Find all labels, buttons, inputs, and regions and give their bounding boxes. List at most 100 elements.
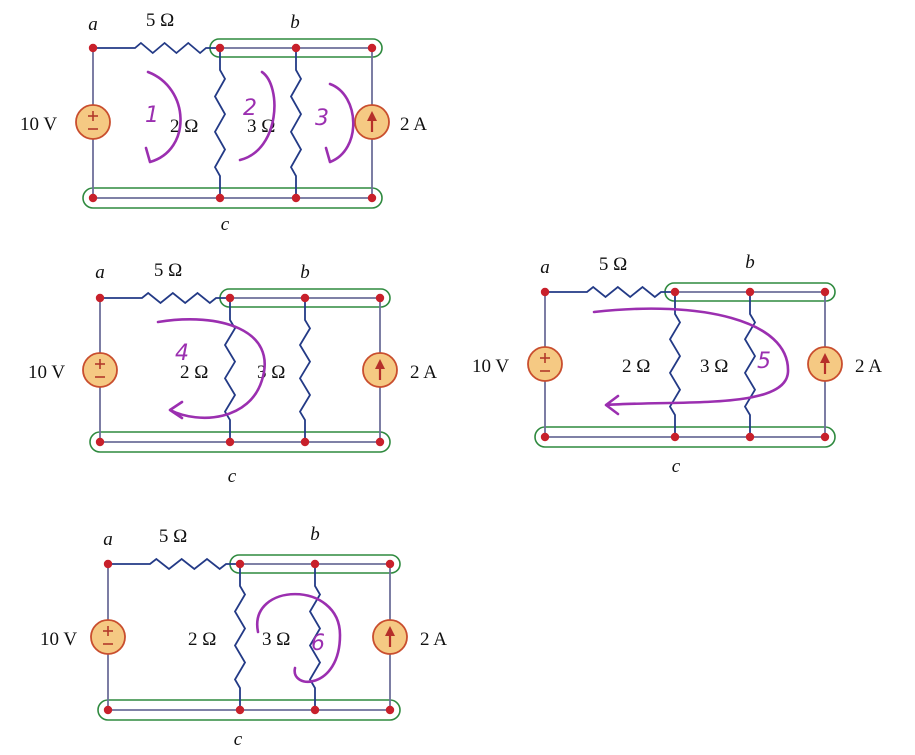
node-dot: [291, 43, 301, 53]
current-source-label: 2 A: [420, 629, 447, 650]
loop-arrow: [144, 70, 182, 164]
node-dot: [215, 43, 225, 53]
current-source-label: 2 A: [400, 114, 427, 135]
node-a-label: a: [540, 257, 550, 278]
resistor-2-ohm: [668, 292, 682, 437]
resistor-5-ohm: [100, 291, 230, 305]
node-dot: [225, 437, 235, 447]
loop-annotation-2: 2: [238, 70, 276, 162]
voltage-source-icon: [527, 346, 563, 382]
node-dot: [540, 287, 550, 297]
node-dot: [745, 432, 755, 442]
resistor-2-ohm: [233, 564, 247, 710]
node-dot: [367, 43, 377, 53]
node-c-label: c: [228, 466, 237, 487]
loop-arrow: [156, 318, 266, 420]
resistor-5-ohm: [108, 557, 240, 571]
resistor-2-ohm: [223, 298, 237, 442]
node-dot: [95, 293, 105, 303]
node-dot: [385, 705, 395, 715]
loop-number: 4: [175, 341, 189, 366]
node-c-highlight: [82, 187, 383, 209]
node-dot: [375, 437, 385, 447]
node-b-label: b: [290, 12, 300, 33]
loop-annotation-4: 4: [156, 318, 266, 420]
node-dot: [745, 287, 755, 297]
node-dot: [88, 43, 98, 53]
voltage-source-label: 10 V: [472, 356, 509, 377]
node-dot: [820, 432, 830, 442]
current-source-label: 2 A: [410, 362, 437, 383]
loop-annotation-1: 1: [144, 70, 182, 164]
node-dot: [291, 193, 301, 203]
loop-arrow: [256, 592, 342, 683]
node-c-label: c: [234, 729, 243, 750]
node-a-label: a: [95, 262, 105, 283]
node-c-label: c: [221, 214, 230, 235]
resistor-3-ohm: [298, 298, 312, 442]
voltage-source-icon: [90, 619, 126, 655]
node-b-label: b: [745, 252, 755, 273]
voltage-source-icon: [75, 104, 111, 140]
node-c-label: c: [672, 456, 681, 477]
resistor-5-ohm: [545, 285, 675, 299]
node-dot: [215, 193, 225, 203]
node-dot: [385, 559, 395, 569]
resistor-2-ohm-label: 2 Ω: [180, 362, 208, 383]
loop-number: 6: [311, 631, 325, 656]
resistor-2-ohm: [213, 48, 227, 198]
node-dot: [103, 705, 113, 715]
node-dot: [540, 432, 550, 442]
node-dot: [820, 287, 830, 297]
resistor-3-ohm-label: 3 Ω: [247, 116, 275, 137]
resistor-3-ohm: [289, 48, 303, 198]
node-dot: [225, 293, 235, 303]
resistor-3-ohm: [743, 292, 757, 437]
resistor-5-ohm: [93, 41, 220, 55]
up-arrow-icon: [820, 353, 830, 363]
resistor-3-ohm-label: 3 Ω: [700, 356, 728, 377]
node-a-label: a: [103, 529, 113, 550]
up-arrow-icon: [367, 111, 377, 121]
node-dot: [300, 293, 310, 303]
node-c-highlight: [534, 426, 836, 448]
node-dot: [88, 193, 98, 203]
resistor-2-ohm-label: 2 Ω: [622, 356, 650, 377]
resistor-3-ohm-label: 3 Ω: [262, 629, 290, 650]
node-dot: [367, 193, 377, 203]
loop-arrow: [238, 70, 276, 162]
resistor-5-ohm-label: 5 Ω: [599, 254, 627, 275]
up-arrow-icon: [375, 359, 385, 369]
loop-number: 1: [145, 103, 159, 128]
node-c-highlight: [97, 699, 401, 721]
up-arrow-icon: [385, 626, 395, 636]
node-dot: [235, 559, 245, 569]
loop-number: 5: [757, 349, 771, 374]
voltage-source-label: 10 V: [20, 114, 57, 135]
node-dot: [310, 559, 320, 569]
resistor-2-ohm-label: 2 Ω: [170, 116, 198, 137]
node-dot: [670, 432, 680, 442]
voltage-source-label: 10 V: [40, 629, 77, 650]
node-dot: [103, 559, 113, 569]
node-dot: [300, 437, 310, 447]
resistor-5-ohm-label: 5 Ω: [154, 260, 182, 281]
loop-annotation-5: 5: [592, 307, 790, 416]
resistor-2-ohm-label: 2 Ω: [188, 629, 216, 650]
node-dot: [310, 705, 320, 715]
loop-annotation-3: 3: [315, 82, 355, 164]
resistor-3-ohm: [308, 564, 322, 710]
loop-number: 3: [315, 106, 329, 131]
node-dot: [235, 705, 245, 715]
node-a-label: a: [88, 14, 98, 35]
node-b-label: b: [300, 262, 310, 283]
node-b-label: b: [310, 524, 320, 545]
loop-annotation-6: 6: [256, 592, 342, 683]
loop-arrow: [324, 82, 355, 164]
loop-arrow: [592, 307, 790, 416]
resistor-5-ohm-label: 5 Ω: [159, 526, 187, 547]
